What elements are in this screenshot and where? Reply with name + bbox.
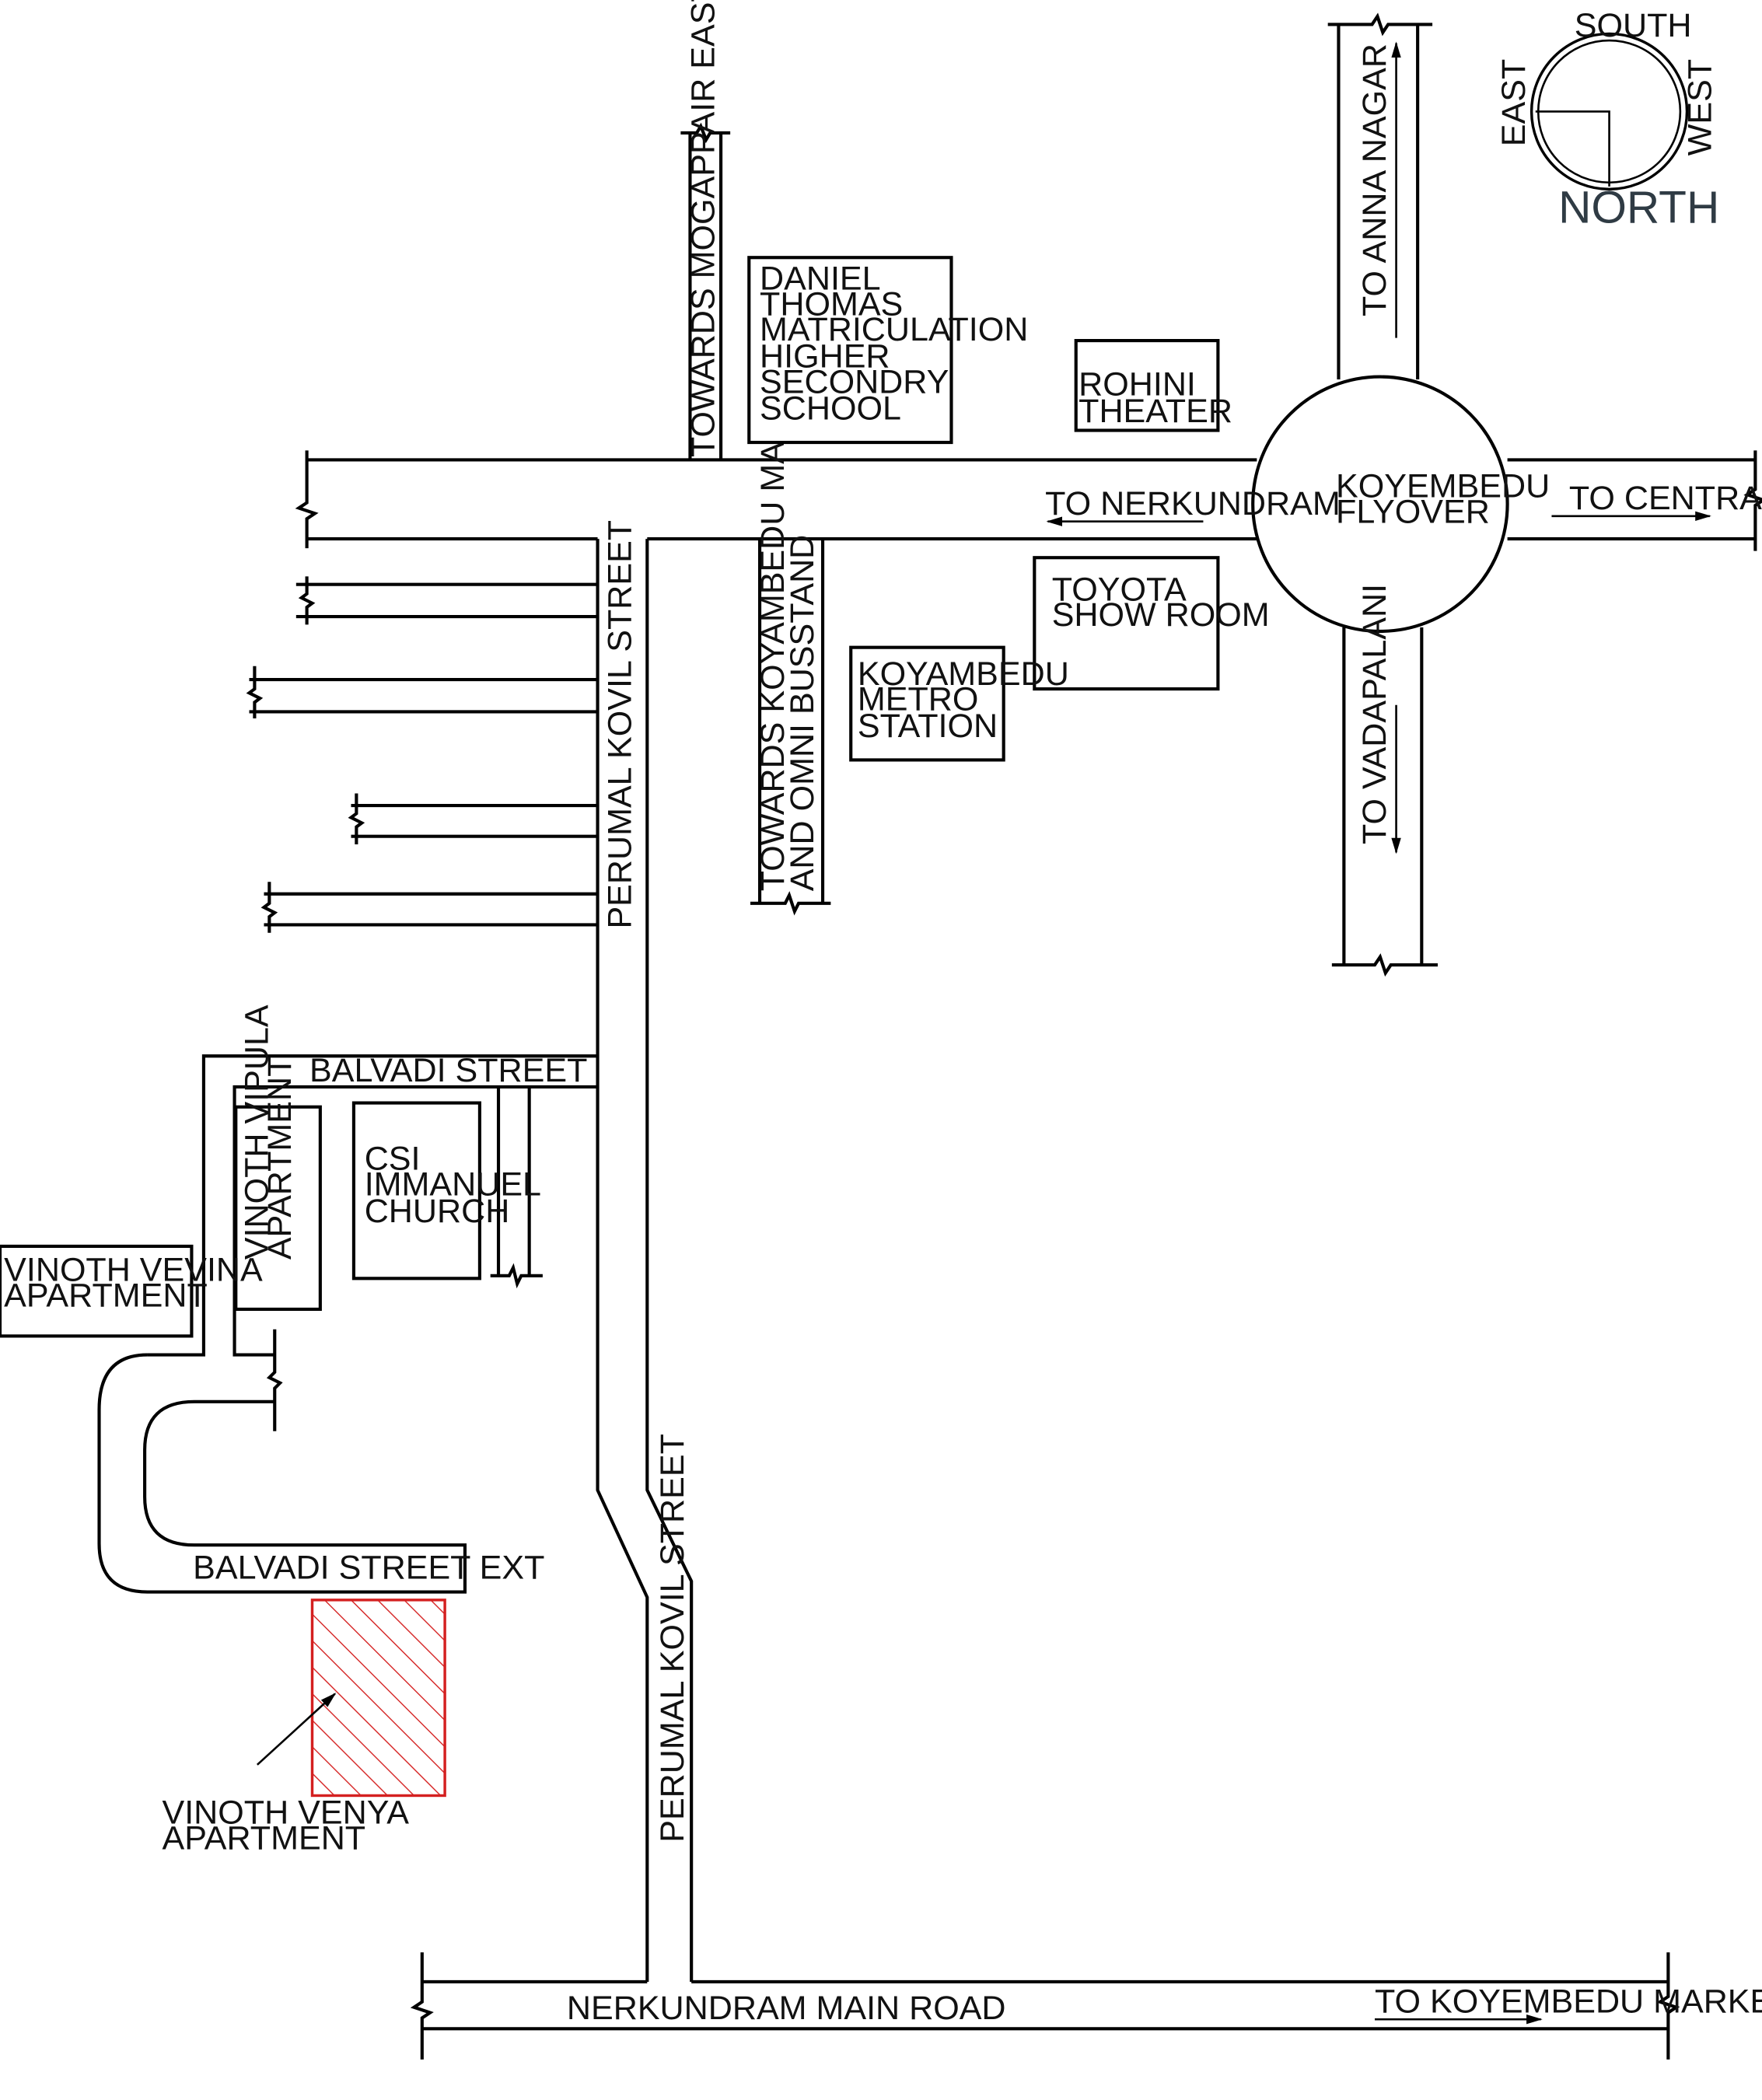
perumal-kovil-street-lower-label: PERUMAL KOVIL STREET (654, 1434, 691, 1843)
compass: SOUTH NORTH EAST WEST (1495, 7, 1719, 233)
balvadi-street-ext-label: BALVADI STREET EXT (193, 1549, 544, 1586)
venya-label-line2: APARTMENT (163, 1819, 366, 1857)
to-central-label: TO CENTRAL (1569, 480, 1762, 517)
compass-east-label: EAST (1495, 59, 1533, 146)
church-label-line3: CHURCH (365, 1193, 510, 1230)
metro-label-line2: METRO (858, 681, 979, 718)
vinoth-venya-apartment-site: VINOTH VENYA APARTMENT (163, 1599, 446, 1857)
vipula-label-line1: VINOTH VIPULA (239, 1005, 276, 1260)
venya-label-line1: VINOTH VENYA (163, 1794, 410, 1832)
church-label-line1: CSI (365, 1141, 421, 1178)
koyambedu-metro-station: KOYAMBEDU METRO STATION (849, 645, 1069, 762)
vipula-label-line2: APARTMENT (261, 1057, 299, 1260)
vevina-label-line2: APARTMENT (4, 1277, 208, 1314)
compass-south-label: SOUTH (1575, 7, 1692, 44)
toyota-label-line2: SHOW ROOM (1052, 596, 1270, 634)
towards-koyambedu-market-label-line2: AND OMNI BUSSTAND (784, 535, 821, 892)
vinoth-vevina-apartment: VINOTH VEVINA APARTMENT (0, 1244, 263, 1338)
balvadi-street-ext: BALVADI STREET EXT (97, 1329, 544, 1594)
church-label-line2: IMMANUEL (365, 1165, 541, 1203)
koyembedu-flyover: KOYEMBEDU FLYOVER (1251, 375, 1550, 634)
nerkundram-main-road-label: NERKUNDRAM MAIN ROAD (567, 1990, 1006, 2027)
flyover-label-line1: KOYEMBEDU (1336, 468, 1550, 505)
side-lanes (246, 576, 598, 933)
to-vadapalani-label: TO VADAPALANI (1356, 584, 1393, 844)
school-label-line4: HIGHER (760, 338, 890, 376)
metro-label-line3: STATION (858, 708, 998, 745)
road-to-anna-nagar (1327, 12, 1433, 380)
to-nerkundram-label: TO NERKUNDRAM (1045, 485, 1341, 522)
balvadi-street-label: BALVADI STREET (309, 1052, 587, 1089)
school-label-line3: MATRICULATION (760, 311, 1028, 348)
metro-label-line1: KOYAMBEDU (858, 655, 1069, 693)
venya-pointer-arrow (256, 1693, 337, 1766)
school-label-line6: SCHOOL (760, 390, 901, 428)
rohini-label-line1: ROHINI (1079, 366, 1196, 404)
toyota-label-line1: TOYOTA (1052, 571, 1187, 608)
perumal-kovil-street: PERUMAL KOVIL STREET PERUMAL KOVIL STREE… (596, 520, 694, 1982)
road-towards-mogappair-east: TOWARDS MOGAPPAIR EAST (680, 0, 731, 460)
road-to-vadapalani (1331, 627, 1438, 977)
rohini-theater: ROHINI THEATER (1074, 339, 1232, 432)
school-label-line1: DANIEL (760, 260, 881, 298)
to-koyembedu-market-label: TO KOYEMBEDU MARKET (1375, 1983, 1762, 2021)
vinoth-vipula-apartment: VINOTH VIPULA APARTMENT (234, 1005, 322, 1312)
main-road-east-west (295, 450, 1762, 551)
daniel-thomas-school: DANIEL THOMAS MATRICULATION HIGHER SECON… (747, 256, 1028, 445)
towards-mogappair-east-label: TOWARDS MOGAPPAIR EAST (684, 0, 722, 457)
compass-north-label: NORTH (1558, 182, 1719, 232)
to-anna-nagar-label: TO ANNA NAGAR (1356, 44, 1393, 316)
compass-west-label: WEST (1682, 59, 1719, 155)
flyover-label-line2: FLYOVER (1336, 493, 1490, 530)
school-label-line2: THOMAS (760, 285, 903, 323)
rohini-label-line2: THEATER (1079, 393, 1232, 430)
perumal-kovil-street-upper-label: PERUMAL KOVIL STREET (602, 520, 639, 929)
vevina-label-line1: VINOTH VEVINA (4, 1252, 263, 1289)
toyota-show-room: TOYOTA SHOW ROOM (1033, 556, 1270, 691)
school-label-line5: SECONDRY (760, 363, 949, 400)
nerkundram-main-road: NERKUNDRAM MAIN ROAD TO KOYEMBEDU MARKET (410, 1952, 1762, 2060)
csi-immanuel-church: CSI IMMANUEL CHURCH (351, 1101, 541, 1281)
